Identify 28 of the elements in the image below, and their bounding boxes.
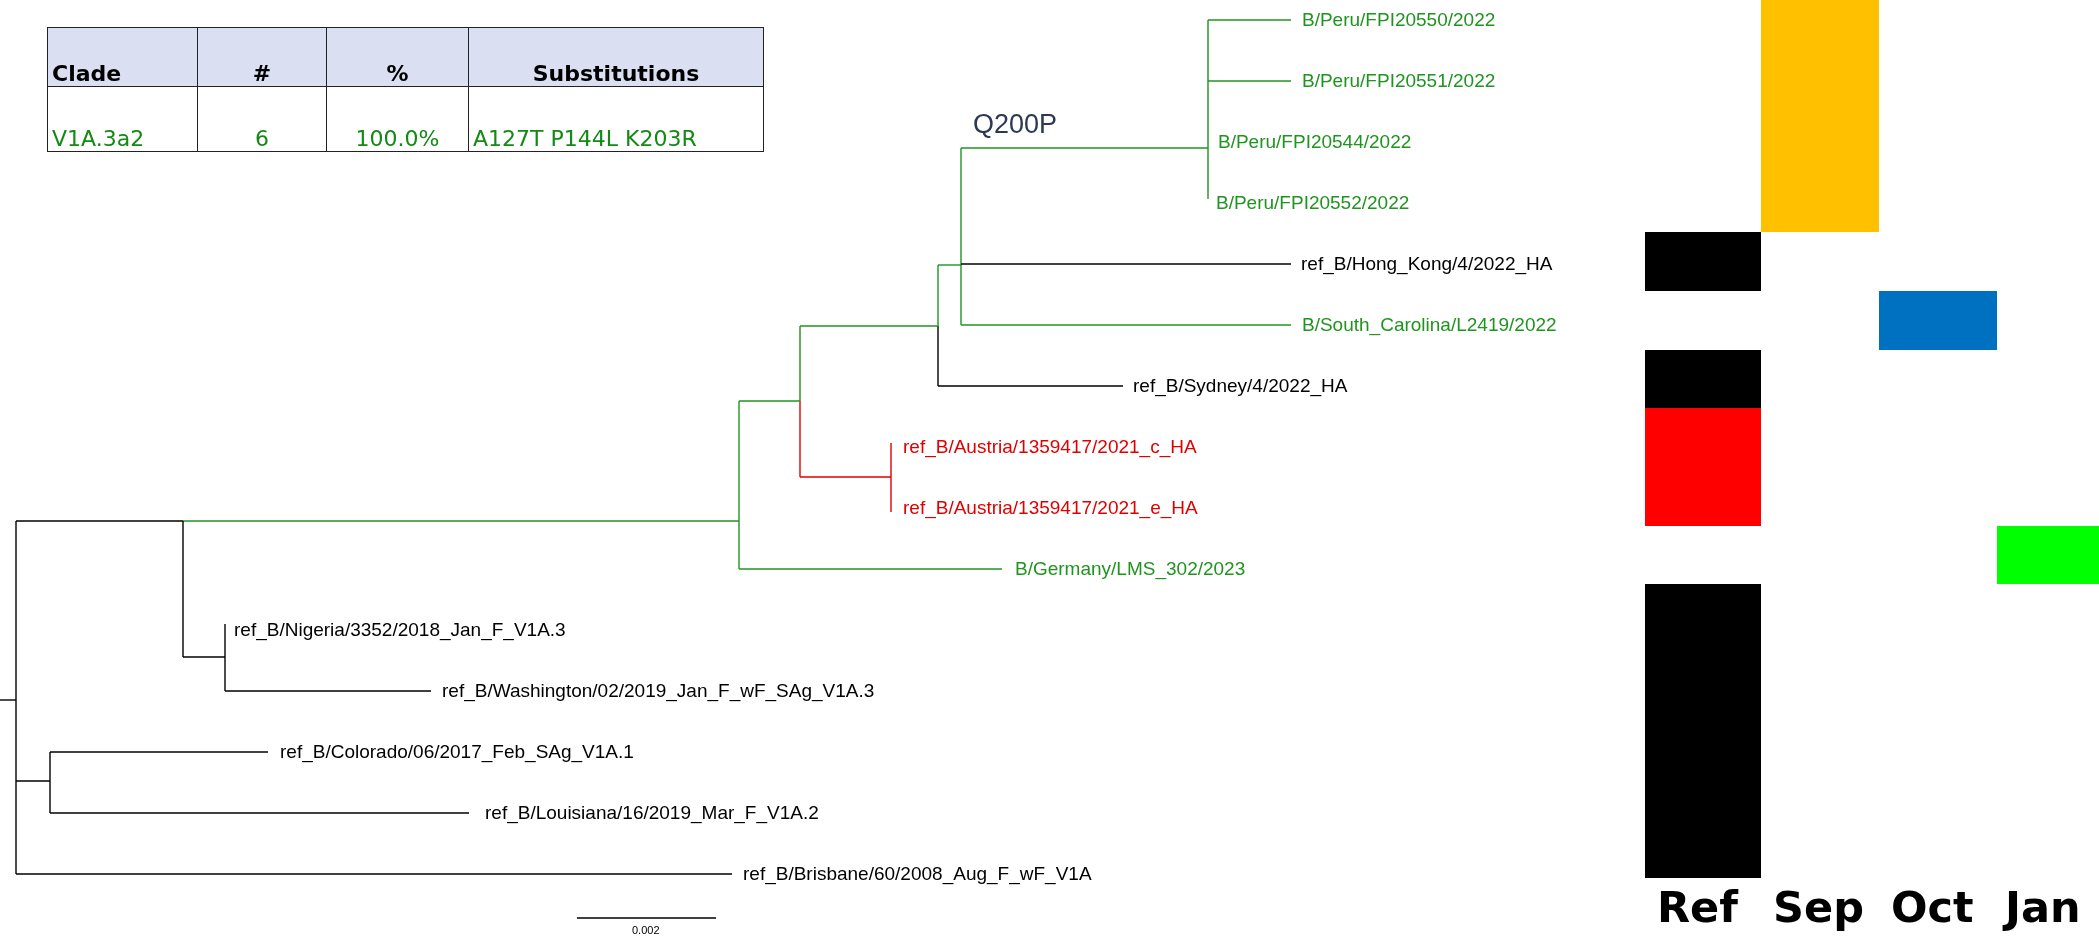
taxon-label: B/Germany/LMS_302/2023 <box>1015 557 1246 581</box>
table-header-cell: Clade <box>47 27 198 87</box>
table-header-cell: # <box>197 27 327 87</box>
table-cell: V1A.3a2 <box>47 86 198 152</box>
taxon-label: ref_B/Austria/1359417/2021_e_HA <box>903 496 1198 520</box>
table-cell: 100.0% <box>326 86 469 152</box>
taxon-label: ref_B/Brisbane/60/2008_Aug_F_wF_V1A <box>743 862 1092 886</box>
taxon-label: B/Peru/FPI20552/2022 <box>1216 191 1410 215</box>
table-header-cell: % <box>326 27 469 87</box>
taxon-label: ref_B/Sydney/4/2022_HA <box>1133 374 1348 398</box>
column-label: Ref <box>1657 881 1738 934</box>
column-label: Sep <box>1773 881 1864 934</box>
table-cell: 6 <box>197 86 327 152</box>
taxon-label: B/Peru/FPI20551/2022 <box>1302 69 1496 93</box>
column-label: Oct <box>1891 881 1974 934</box>
taxon-label: ref_B/Washington/02/2019_Jan_F_wF_SAg_V1A.3 <box>442 679 875 703</box>
taxon-label: B/Peru/FPI20544/2022 <box>1218 130 1412 154</box>
taxon-label: B/Peru/FPI20550/2022 <box>1302 8 1496 32</box>
table-cell: A127T P144L K203R <box>468 86 764 152</box>
taxon-label: ref_B/Colorado/06/2017_Feb_SAg_V1A.1 <box>280 740 634 764</box>
table-header-cell: Substitutions <box>468 27 764 87</box>
taxon-label: ref_B/Nigeria/3352/2018_Jan_F_V1A.3 <box>234 618 566 642</box>
taxon-label: ref_B/Louisiana/16/2019_Mar_F_V1A.2 <box>485 801 819 825</box>
taxon-label: ref_B/Austria/1359417/2021_c_HA <box>903 435 1197 459</box>
taxon-label: ref_B/Hong_Kong/4/2022_HA <box>1301 252 1553 276</box>
mutation-label: Q200P <box>973 108 1058 140</box>
taxon-label: B/South_Carolina/L2419/2022 <box>1302 313 1557 337</box>
scale-label: 0.002 <box>632 924 660 937</box>
